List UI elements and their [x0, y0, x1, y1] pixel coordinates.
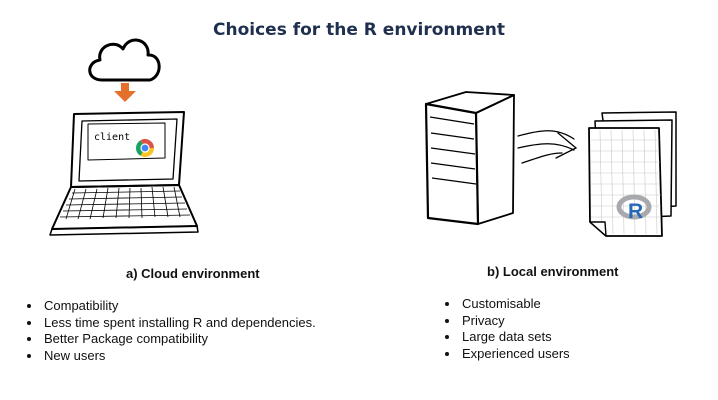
list-item: Large data sets	[460, 329, 570, 346]
laptop-icon	[49, 111, 199, 236]
list-item: Compatibility	[42, 298, 316, 315]
list-item: Better Package compatibility	[42, 331, 316, 348]
list-item: Privacy	[460, 313, 570, 330]
page-title: Choices for the R environment	[213, 20, 505, 40]
cloud-heading: a) Cloud environment	[126, 266, 260, 281]
list-item: Experienced users	[460, 346, 570, 363]
local-bullet-list: Customisable Privacy Large data sets Exp…	[442, 296, 570, 362]
documents-icon	[588, 111, 677, 237]
cloud-icon	[88, 38, 161, 82]
list-item: New users	[42, 348, 316, 365]
down-arrow-icon	[114, 83, 136, 102]
list-item: Less time spent installing R and depende…	[42, 315, 316, 332]
cloud-bullet-list: Compatibility Less time spent installing…	[24, 298, 316, 364]
list-item: Customisable	[460, 296, 570, 313]
local-heading: b) Local environment	[487, 264, 619, 279]
server-tower-icon	[424, 91, 515, 226]
client-label: client	[94, 132, 130, 143]
chrome-icon	[135, 138, 154, 158]
flow-arrow-icon	[517, 130, 578, 164]
r-logo-icon: R	[616, 194, 652, 223]
svg-text:R: R	[628, 200, 643, 223]
